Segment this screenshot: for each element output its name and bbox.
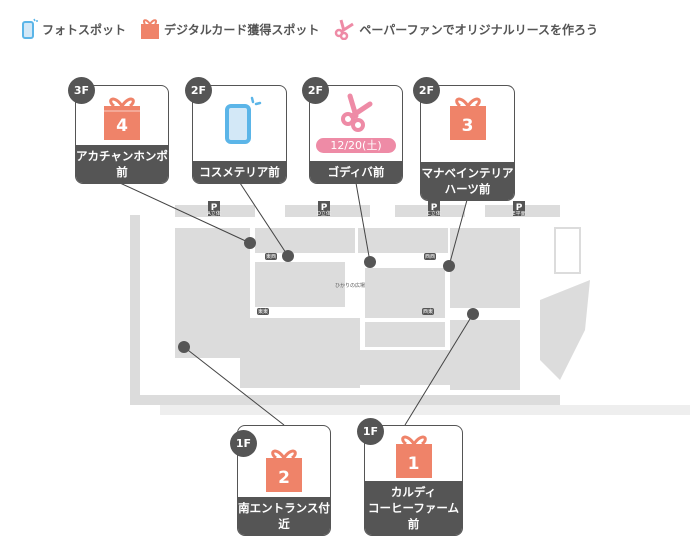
parking-label: C立体 [427,210,441,217]
gift-number: 1 [407,454,420,474]
legend: フォトスポット デジタルカード獲得スポット ペーパーファンでオリジナルリースを作… [22,18,598,40]
svg-text:西西: 西西 [425,254,435,260]
scissors-icon [335,19,355,40]
scissors-icon [341,93,373,132]
gift-number: 2 [278,468,290,488]
parking-label: A立体 [207,210,220,217]
spot-label: カルディコーヒーファーム前 [365,481,462,535]
parking-label: D立体 [317,210,331,217]
spot-card-akachan[interactable]: 4 アカチャンホンポ前 [75,85,169,184]
spot-label: 南エントランス付近 [238,497,330,535]
spot-markers [178,237,479,353]
legend-gift-spot: デジタルカード獲得スポット [140,18,319,40]
gift-icon [449,97,486,140]
parking-label: E平面 [512,211,525,217]
svg-text:東西: 東西 [266,253,276,260]
legend-photo-spot: フォトスポット [22,18,126,40]
phone-icon [22,18,38,39]
spot-card-south-entrance[interactable]: 2 南エントランス付近 [237,425,331,536]
spot-label: アカチャンホンポ前 [76,145,168,183]
parking-signs: P P P P A立体 D立体 C立体 E平面 [207,201,526,217]
gift-icon [395,435,432,478]
svg-text:東東: 東東 [258,308,268,315]
parking-icon [318,201,330,216]
spot-card-manabe[interactable]: 3 マナベインテリアハーツ前 [420,85,515,201]
legend-label: デジタルカード獲得スポット [164,22,320,37]
spot-card-godiva[interactable]: 12/20(土) ゴディバ前 [309,85,403,184]
phone-icon [224,96,261,144]
gift-icon [266,449,302,492]
gift-number: 4 [116,116,128,136]
legend-scissors: ペーパーファンでオリジナルリースを作ろう [333,18,598,40]
event-date: 12/20(土) [316,138,396,153]
svg-text:P: P [516,203,523,213]
floor-badge: 3F [68,77,95,104]
floor-badge: 2F [302,77,329,104]
svg-text:西東: 西東 [423,308,433,315]
parking-icon [208,201,220,216]
gift-icon [141,19,160,39]
spot-card-kaldi[interactable]: 1 カルディコーヒーファーム前 [364,425,463,536]
floor-badge: 1F [230,430,257,457]
gift-icon [104,97,140,140]
plaza-label: ひかりの広場 [335,282,365,289]
spot-card-cosmeteria[interactable]: コスメテリア前 [192,85,287,184]
floor-badge: 1F [357,418,384,445]
svg-text:P: P [431,203,438,213]
parking-icon [513,201,525,216]
legend-label: ペーパーファンでオリジナルリースを作ろう [359,22,598,37]
gift-number: 3 [461,116,474,136]
svg-text:P: P [211,203,218,213]
floor-badge: 2F [413,77,440,104]
spot-label: コスメテリア前 [193,161,286,183]
parking-icon [428,201,440,216]
zone-labels: 東西 東東 西西 西東 [257,253,436,315]
legend-label: フォトスポット [42,22,127,37]
floor-badge: 2F [185,77,212,104]
spot-label: マナベインテリアハーツ前 [421,162,514,200]
spot-label: ゴディバ前 [310,161,402,183]
svg-text:P: P [321,203,328,213]
